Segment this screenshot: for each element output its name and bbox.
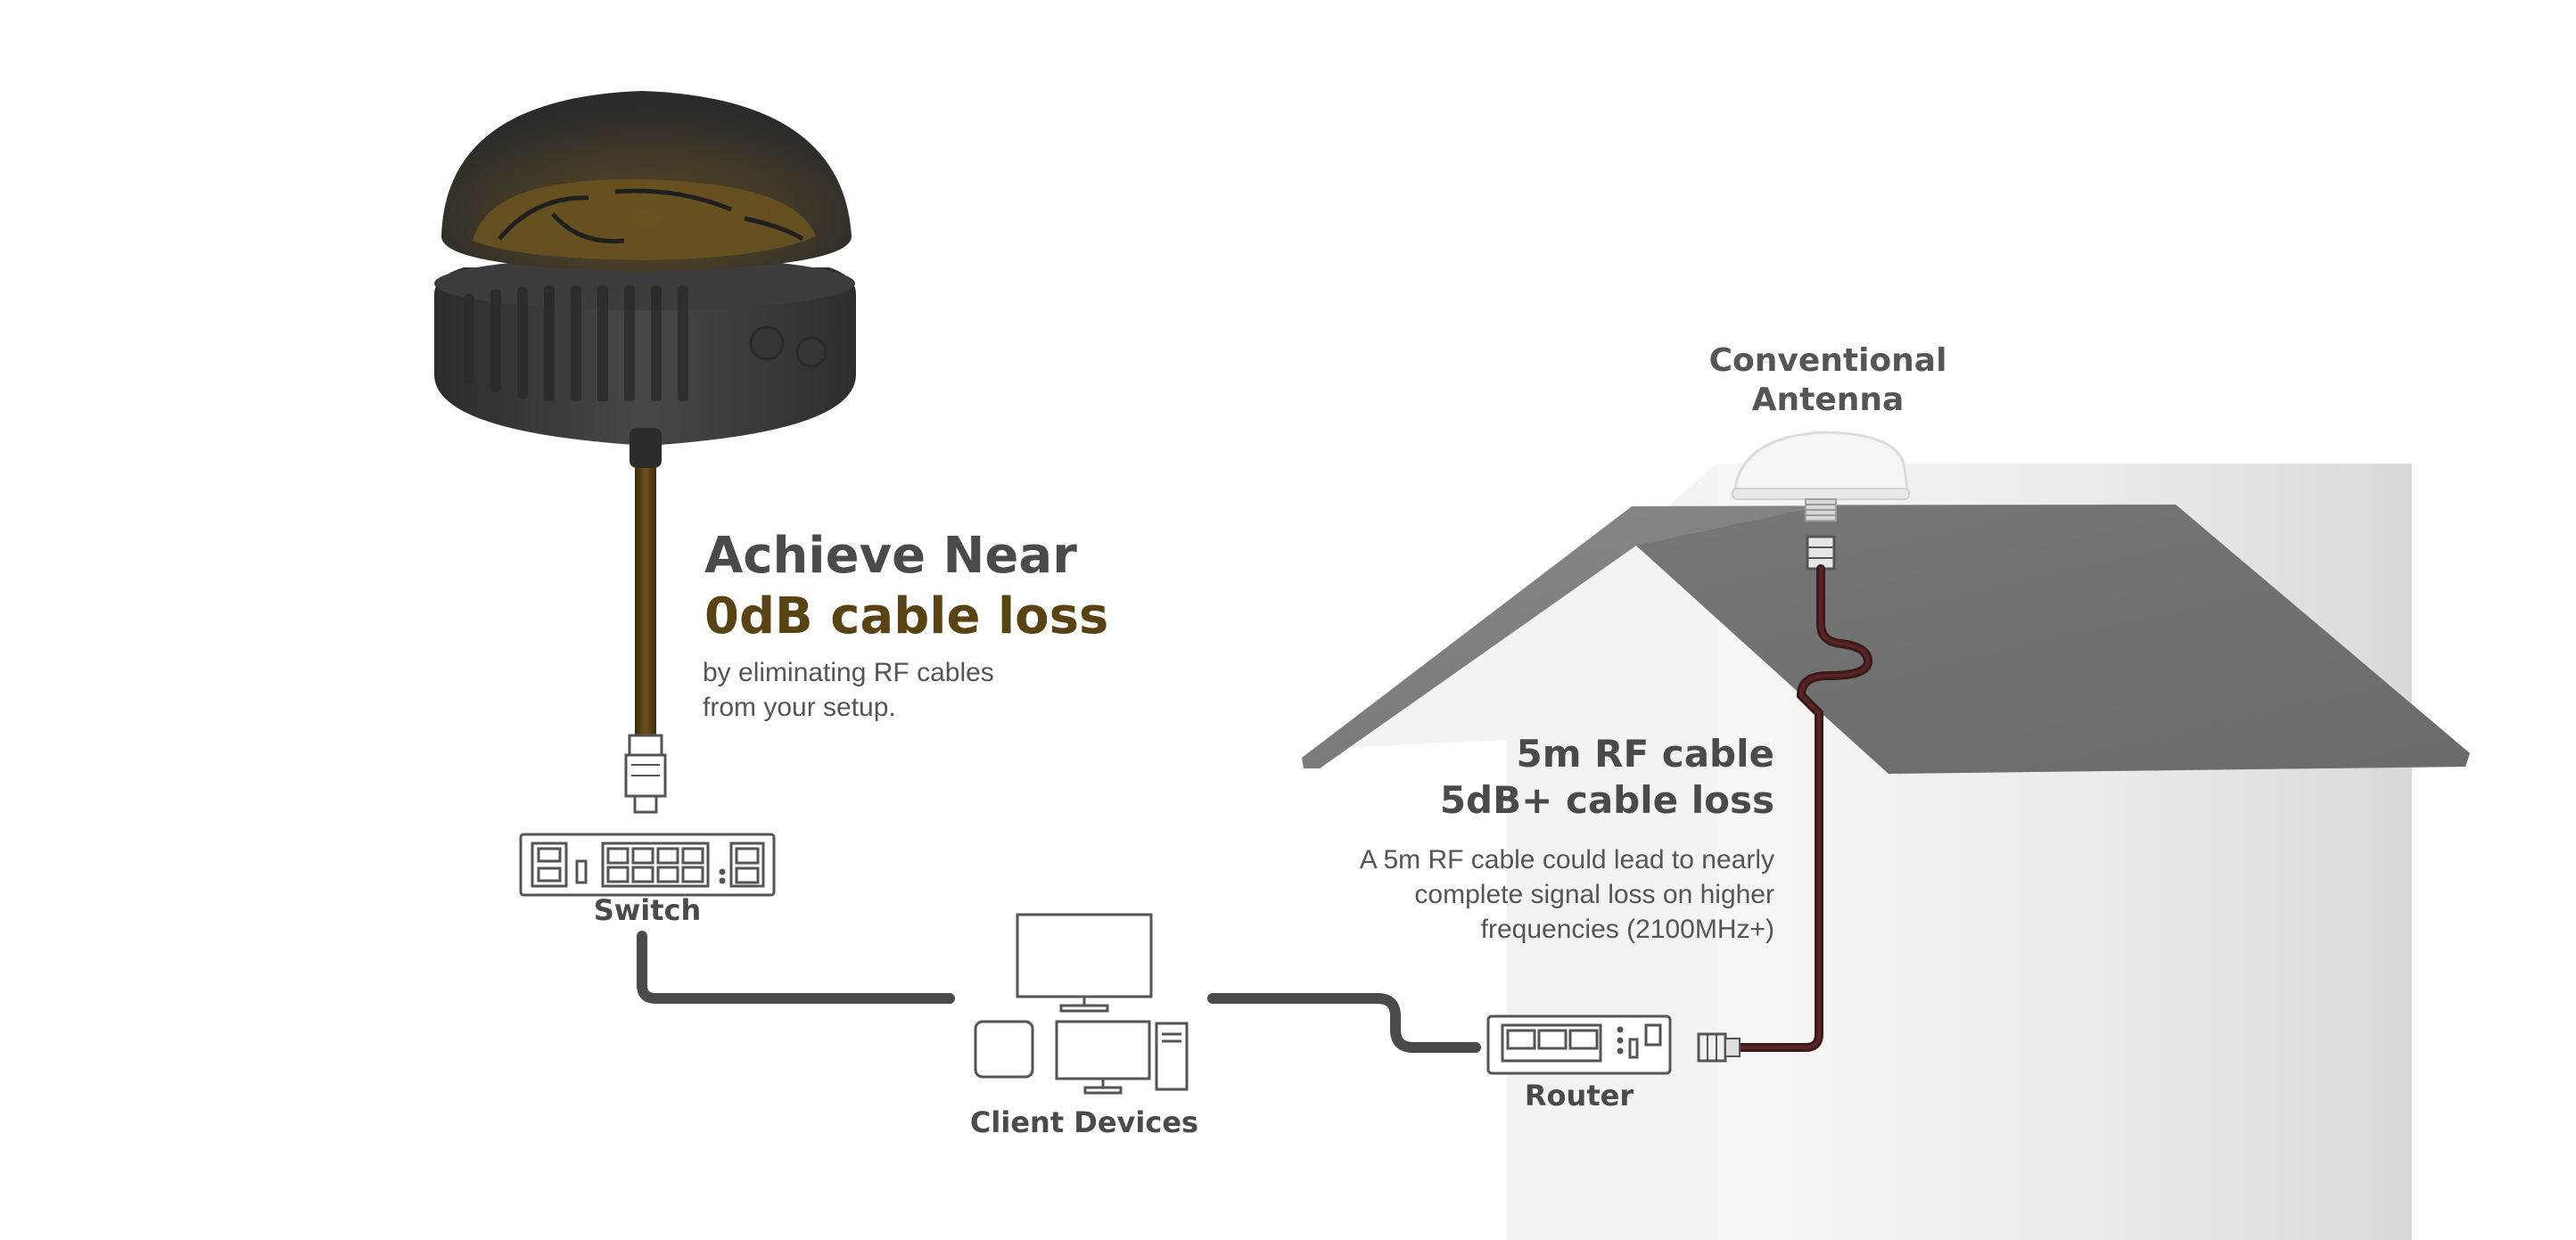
dome-antenna-icon xyxy=(434,91,856,468)
monitor-icon xyxy=(1016,913,1153,1013)
antenna-label-line1: Conventional xyxy=(1708,342,1947,379)
rf-info-line2: 5dB+ cable loss xyxy=(1439,778,1774,822)
switch-label: Switch xyxy=(593,893,702,927)
router-icon xyxy=(1486,1014,1672,1075)
ethernet-cable-dome xyxy=(635,468,656,735)
headline-line1: Achieve Near xyxy=(704,527,1077,585)
ethernet-cable-router xyxy=(1207,993,1481,1053)
rf-info-line1: 5m RF cable xyxy=(1516,732,1774,776)
router-label: Router xyxy=(1524,1079,1634,1113)
ethernet-cable-switch xyxy=(637,931,955,1004)
sma-connector-icon xyxy=(1697,1032,1741,1063)
tablet-icon xyxy=(974,1020,1034,1079)
rf-info-sub-line1: A 5m RF cable could lead to nearly xyxy=(1359,845,1774,875)
house-roof-shadow xyxy=(1636,505,2470,774)
headline-sub-line2: from your setup. xyxy=(703,693,896,722)
sma-connector-icon xyxy=(1806,535,1836,571)
headline-sub-line1: by eliminating RF cables xyxy=(703,658,994,687)
client-devices-label: Client Devices xyxy=(969,1105,1199,1139)
switch-icon xyxy=(519,833,776,897)
rf-info-sub-line2: complete signal loss on higher xyxy=(1414,880,1774,909)
ethernet-plug-icon xyxy=(624,734,667,814)
antenna-label-line2: Antenna xyxy=(1751,382,1905,418)
headline-line2: 0dB cable loss xyxy=(704,587,1109,645)
rf-info-sub-line3: frequencies (2100MHz+) xyxy=(1480,915,1774,944)
laptop-icon xyxy=(1055,1020,1151,1095)
tower-pc-icon xyxy=(1155,1022,1189,1091)
conventional-antenna-icon xyxy=(1732,431,1910,521)
